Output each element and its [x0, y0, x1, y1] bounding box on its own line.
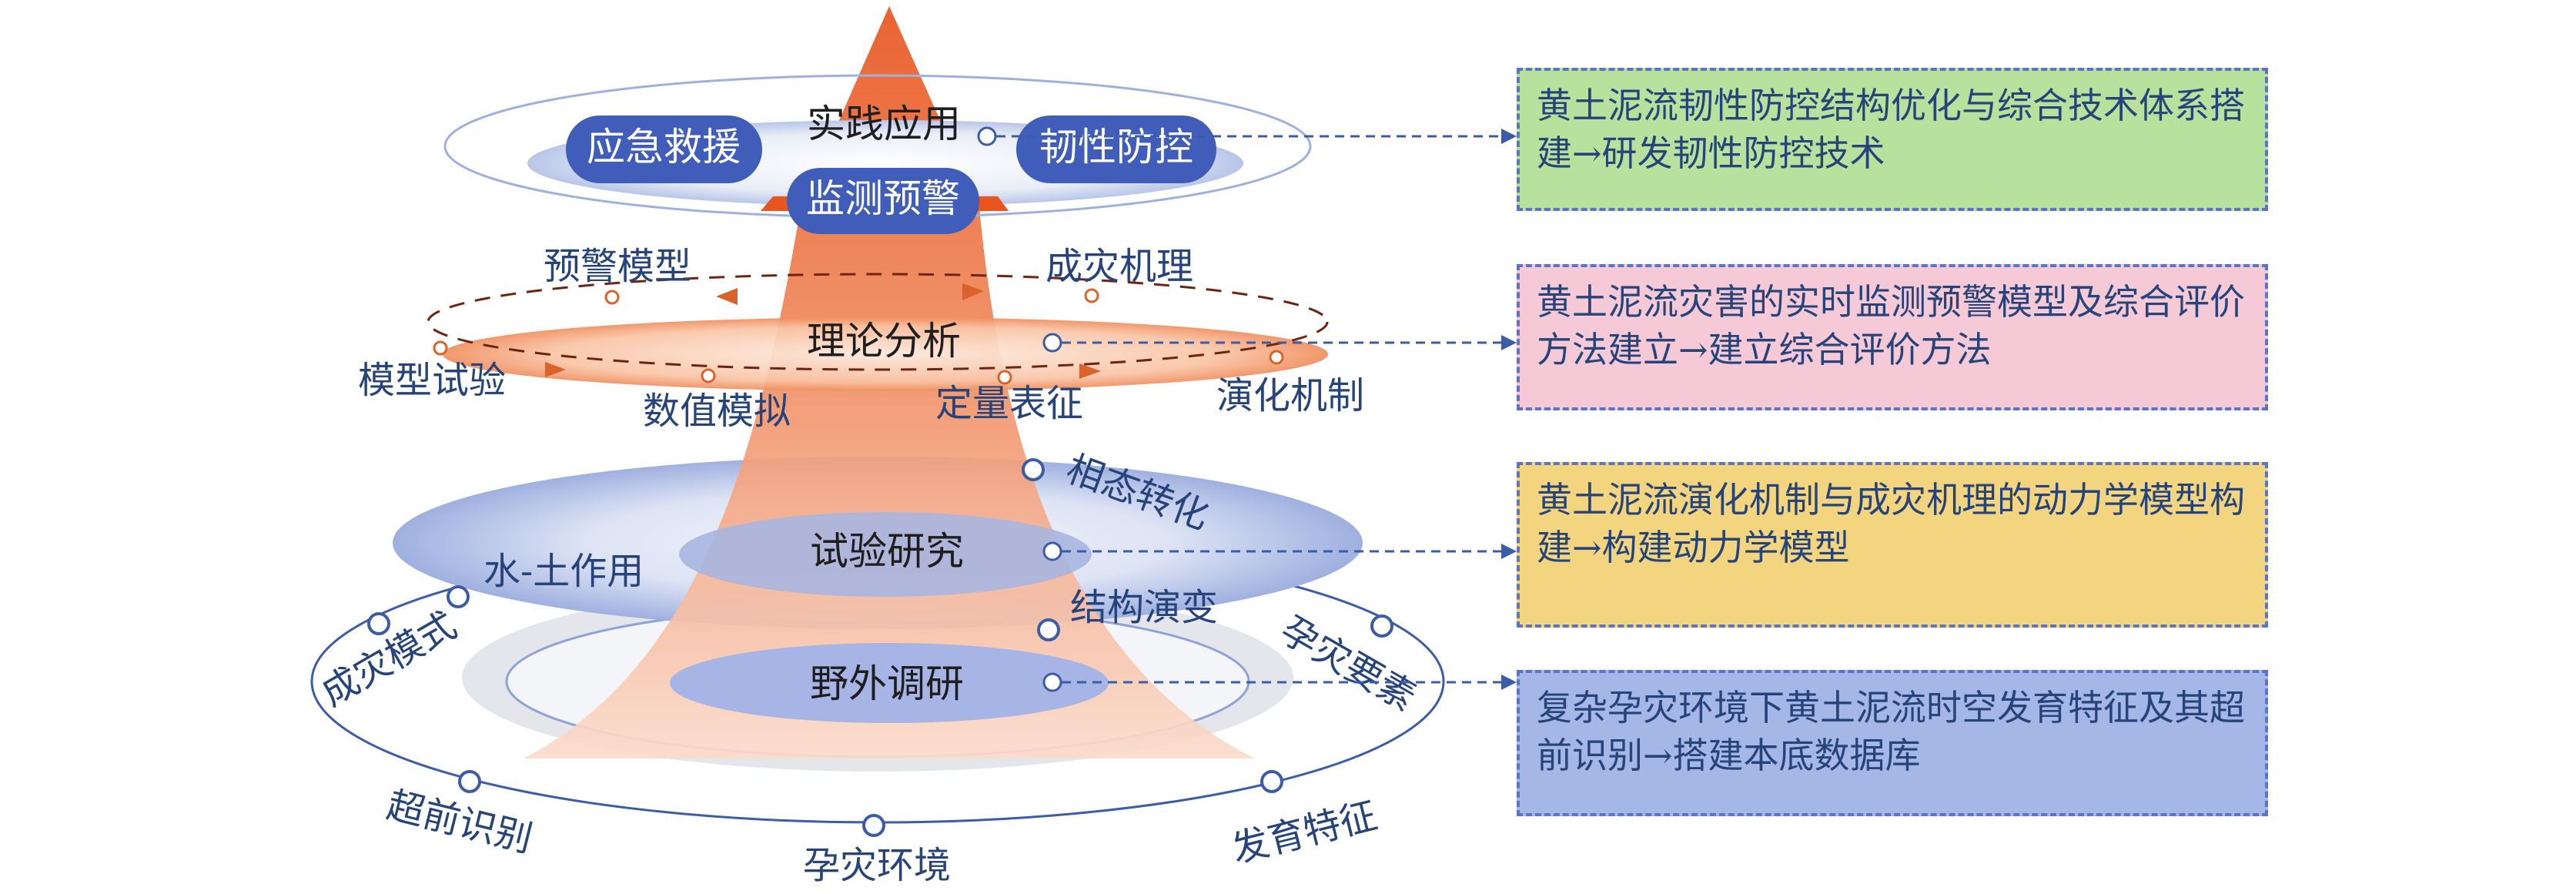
box-resilient-prevention-text: 黄土泥流韧性防控结构优化与综合技术体系搭建→研发韧性防控技术 — [1537, 85, 2245, 174]
theory-orbit-dots — [433, 288, 1284, 385]
theory-orbit-ring — [427, 273, 1329, 371]
connector-arrowheads — [1501, 129, 1517, 690]
box-background-database-text: 复杂孕灾环境下黄土泥流时空发育特征及其超前识别→搭建本底数据库 — [1537, 687, 2245, 776]
pill-resilient-prevention-text: 韧性防控 — [1039, 125, 1193, 169]
field-label-development-characteristics: 发育特征 — [1227, 794, 1381, 872]
field-label-disaster-environment: 孕灾环境 — [803, 844, 951, 887]
box-monitoring-evaluation-text: 黄土泥流灾害的实时监测预警模型及综合评价方法建立→建立综合评价方法 — [1537, 281, 2245, 370]
pill-emergency-rescue: 应急救援 — [566, 116, 762, 183]
box-resilient-prevention: 黄土泥流韧性防控结构优化与综合技术体系搭建→研发韧性防控技术 — [1517, 68, 2268, 211]
theory-label-numerical-simulation: 数值模拟 — [643, 390, 791, 433]
pill-monitoring-warning-text: 监测预警 — [806, 176, 960, 221]
experiment-label-water-soil-interaction: 水-土作用 — [483, 550, 644, 593]
field-center-ellipse — [670, 643, 1109, 723]
theory-label-warning-model: 预警模型 — [544, 245, 691, 288]
box-dynamic-model-text: 黄土泥流演化机制与成灾机理的动力学模型构建→构建动力学模型 — [1537, 479, 2245, 568]
experiment-center-ellipse — [679, 512, 1092, 597]
experiment-dots — [447, 458, 1060, 641]
pill-monitoring-warning: 监测预警 — [787, 168, 979, 234]
theory-label-disaster-mechanism: 成灾机理 — [1045, 245, 1193, 288]
theory-label-quantitative-characterization: 定量表征 — [935, 382, 1083, 425]
box-dynamic-model: 黄土泥流演化机制与成灾机理的动力学模型构建→构建动力学模型 — [1517, 462, 2268, 628]
pill-resilient-prevention: 韧性防控 — [1016, 116, 1216, 183]
connector-arrows — [996, 135, 1509, 684]
field-label-advance-identification: 超前识别 — [383, 783, 537, 861]
experiment-label-structure-evolution: 结构演变 — [1070, 586, 1218, 629]
theory-disc — [443, 317, 1328, 391]
box-background-database: 复杂孕灾环境下黄土泥流时空发育特征及其超前识别→搭建本底数据库 — [1517, 670, 2268, 816]
theory-label-model-test: 模型试验 — [358, 359, 506, 402]
theory-label-evolution-mechanism: 演化机制 — [1216, 374, 1364, 417]
connector-dots — [977, 126, 1062, 692]
field-dots — [367, 612, 1393, 837]
theory-center-label: 理论分析 — [807, 319, 961, 363]
pill-emergency-rescue-text: 应急救援 — [587, 125, 741, 169]
field-center-label: 野外调研 — [810, 661, 964, 706]
practice-center-label: 实践应用 — [807, 102, 961, 146]
theory-orbit-arrows — [545, 283, 1101, 379]
box-monitoring-evaluation: 黄土泥流灾害的实时监测预警模型及综合评价方法建立→建立综合评价方法 — [1517, 264, 2268, 410]
experiment-center-label: 试验研究 — [810, 529, 964, 574]
